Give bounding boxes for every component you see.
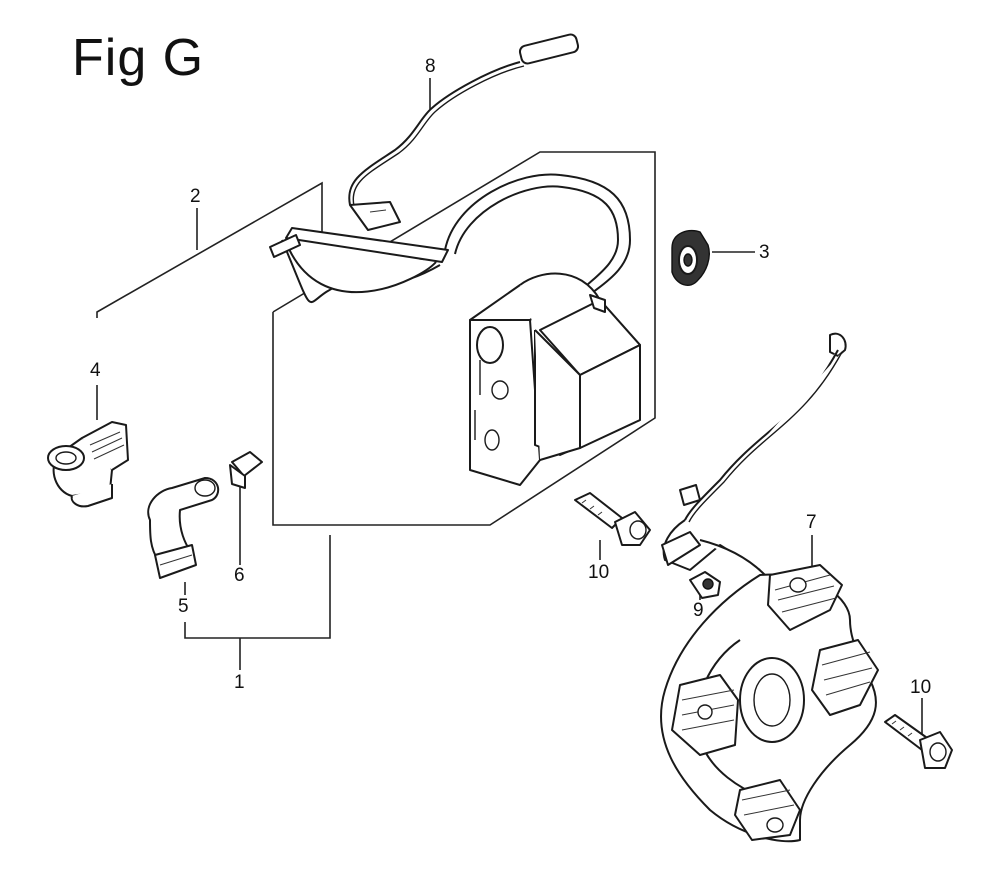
group-bracket-lines — [96, 78, 923, 740]
spark-plug-cap-part — [47, 421, 129, 508]
callout-7: 7 — [806, 512, 817, 533]
callout-10-upper: 10 — [588, 562, 610, 583]
figure-title: Fig G — [72, 29, 205, 87]
callout-3: 3 — [759, 242, 770, 263]
callout-5: 5 — [178, 596, 189, 617]
screw-part — [689, 571, 721, 599]
callout-6: 6 — [234, 565, 245, 586]
terminal-part — [229, 451, 263, 489]
callout-2: 2 — [190, 186, 201, 207]
callout-4: 4 — [90, 360, 101, 381]
ground-wire-part — [348, 33, 580, 231]
callout-8: 8 — [425, 56, 436, 77]
exciter-coil-part — [660, 332, 879, 843]
callout-10-lower: 10 — [910, 677, 932, 698]
callout-9: 9 — [693, 600, 704, 621]
bolt-part-b — [884, 714, 953, 769]
high-tension-lead — [269, 173, 631, 303]
callout-1: 1 — [234, 672, 245, 693]
nut-part — [671, 229, 710, 286]
ignition-coil — [469, 272, 641, 486]
bolt-part-a — [574, 492, 651, 546]
plug-boot-part — [147, 477, 220, 579]
